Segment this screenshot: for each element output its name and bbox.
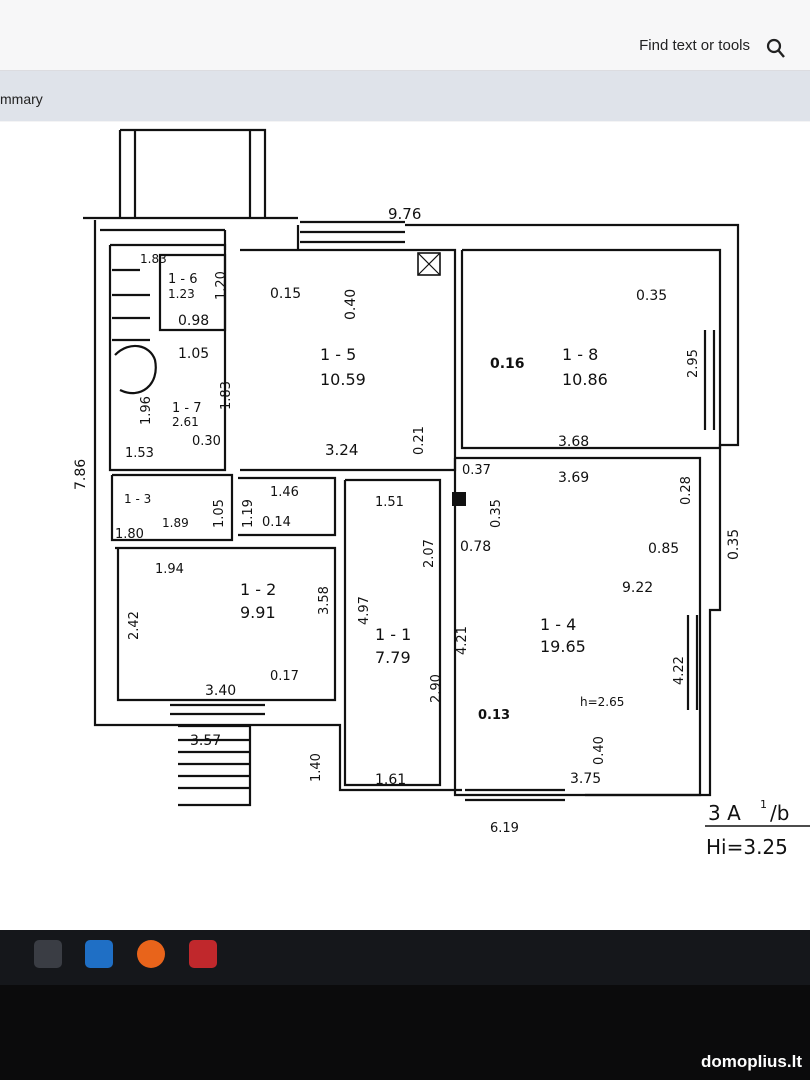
dim-6.19: 6.19	[490, 821, 519, 836]
document-tab-bar: mmary	[0, 71, 810, 121]
find-text-tools-button[interactable]: Find text or tools	[639, 37, 750, 54]
svg-text:1: 1	[760, 798, 767, 811]
dim-3.58: 3.58	[317, 586, 332, 615]
dim-2.95: 2.95	[686, 349, 701, 378]
room-1-2-id: 1 - 2	[240, 580, 276, 599]
firefox-icon[interactable]	[137, 940, 165, 968]
dim-1.20: 1.20	[214, 271, 229, 300]
dim-1.61: 1.61	[375, 772, 406, 788]
room-1-4-id: 1 - 4	[540, 615, 576, 634]
dim-2.07: 2.07	[422, 539, 437, 568]
outlook-icon[interactable]	[85, 940, 113, 968]
dim-4.21: 4.21	[455, 626, 470, 655]
dim-3.75: 3.75	[570, 771, 601, 787]
room-1-8-area: 10.86	[562, 370, 608, 389]
screen: Find text or tools mmary	[0, 0, 810, 930]
watermark: domoplius.lt	[700, 1052, 802, 1071]
tab-summary[interactable]: mmary	[0, 91, 43, 107]
room-1-6-id: 1 - 6	[168, 272, 198, 287]
dim-4.97: 4.97	[357, 596, 372, 625]
dim-0.13: 0.13	[478, 708, 510, 723]
room-1-7-area: 2.61	[172, 415, 199, 429]
room-1-2-area: 9.91	[240, 603, 276, 622]
room-1-5-area: 10.59	[320, 370, 366, 389]
dim-0.35-right: 9.22	[622, 580, 653, 596]
dim-0.98: 0.98	[178, 313, 209, 329]
acrobat-icon[interactable]	[189, 940, 217, 968]
dim-1.05-b: 1.05	[212, 499, 227, 528]
dim-0.21: 0.21	[412, 426, 427, 455]
dim-1.83-top: 1.83	[140, 252, 167, 266]
dim-7.86: 7.86	[73, 459, 89, 490]
stamp: 3 A 1 /b Hi=3.25	[705, 798, 810, 859]
dim-4.22: 4.22	[672, 656, 687, 685]
dim-2.90: 2.90	[429, 674, 444, 703]
dim-0.78: 0.35	[489, 499, 504, 528]
dim-3.57: 3.57	[190, 733, 221, 749]
dim-0.85: 0.28	[679, 476, 694, 505]
dim-2.42: 2.42	[127, 611, 142, 640]
room-1-4-area: 19.65	[540, 637, 586, 656]
reader-toolbar: Find text or tools	[0, 0, 810, 71]
dim-1.19: 1.19	[241, 499, 256, 528]
dim-9.22: 0.35	[726, 529, 742, 560]
floor-plan: 9.76 1 - 6 1.23 0.15 0.98 1.05 1 - 7 2.6…	[73, 128, 810, 859]
dim-0.35-mid: 0.78	[460, 539, 491, 555]
dim-3.68: 3.68	[558, 434, 589, 450]
svg-text:/b: /b	[770, 801, 789, 825]
room-1-1-area: 7.79	[375, 648, 411, 667]
dim-0.35-top: 0.35	[636, 288, 667, 304]
svg-text:3 A: 3 A	[708, 801, 741, 825]
dim-1.94: 1.94	[155, 562, 184, 577]
dim-0.40-top: 0.40	[343, 289, 359, 320]
room-1-1-id: 1 - 1	[375, 625, 411, 644]
dim-0.17: 0.17	[270, 669, 299, 684]
dim-3.69: 3.69	[558, 470, 589, 486]
dim-0.30: 0.30	[192, 434, 221, 449]
dim-0.37: 0.37	[462, 463, 491, 478]
room-1-3-area: 1.89	[162, 516, 189, 530]
room-1-8-id: 1 - 8	[562, 345, 598, 364]
dim-1.53: 1.53	[125, 446, 154, 461]
dim-1.80: 1.80	[115, 527, 144, 542]
dim-overall-width: 9.76	[388, 205, 421, 223]
dim-1.05: 1.05	[178, 346, 209, 362]
svg-text:Hi=3.25: Hi=3.25	[706, 835, 788, 859]
dim-3.40: 3.40	[205, 683, 236, 699]
room-1-3-id: 1 - 3	[124, 492, 151, 506]
dim-1.51: 1.51	[375, 495, 404, 510]
start-icon[interactable]	[34, 940, 62, 968]
document-page: 9.76 1 - 6 1.23 0.15 0.98 1.05 1 - 7 2.6…	[0, 122, 810, 930]
dim-1.40: 1.40	[309, 753, 324, 782]
dim-3.24: 3.24	[325, 441, 358, 459]
dim-0.28: 0.85	[648, 541, 679, 557]
dim-0.15: 0.15	[270, 286, 301, 302]
taskbar	[0, 930, 810, 985]
dim-1.83-b: 1.83	[219, 381, 234, 410]
dim-0.40-bottom: 0.40	[592, 736, 607, 765]
dim-0.14: 0.14	[262, 515, 291, 530]
dim-1.96: 1.96	[139, 396, 154, 425]
room-1-5-id: 1 - 5	[320, 345, 356, 364]
dim-0.16: 0.16	[490, 356, 525, 372]
dim-1.46: 1.46	[270, 485, 299, 500]
search-icon[interactable]	[766, 38, 786, 60]
height-note: h=2.65	[580, 695, 624, 709]
room-1-7-id: 1 - 7	[172, 401, 202, 416]
room-1-6-area: 1.23	[168, 287, 195, 301]
